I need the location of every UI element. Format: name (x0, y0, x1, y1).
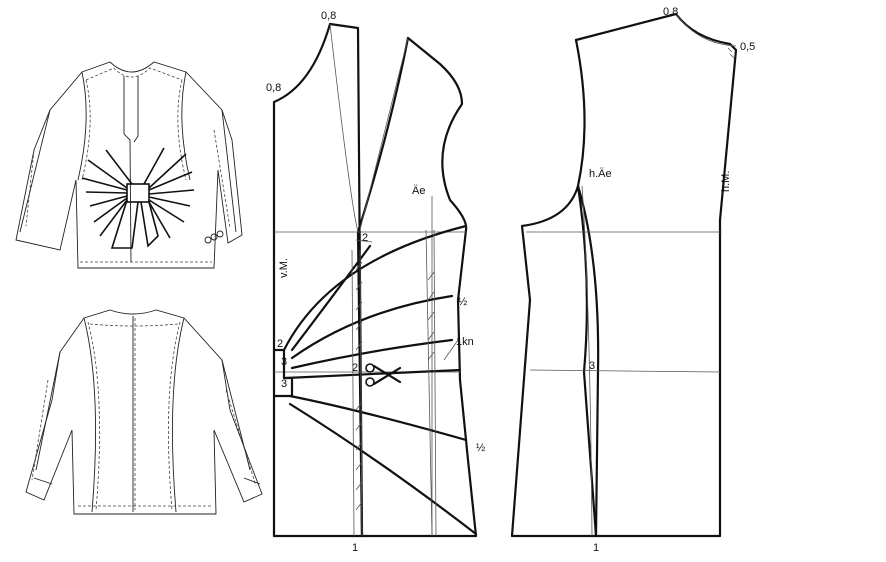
label-back-side: 3 (589, 360, 595, 372)
label-neck-front: 0,8 (266, 82, 281, 94)
label-hem-back: 1 (593, 542, 599, 554)
label-gather-left-3: 3 (281, 378, 287, 390)
label-neck-back: 0,5 (740, 41, 755, 53)
label-center-front: v.M. (278, 258, 290, 278)
front-pattern-piece: 0,8 0,8 Äe 2 2 3 3 2 ½ ½ 1kn 1 v.M. (266, 10, 485, 554)
front-jacket-sketch (15, 61, 243, 269)
back-jacket-sketch (25, 309, 263, 515)
back-pattern-piece: 0,8 0,5 h.Äe 3 1 h.M. (510, 6, 755, 554)
label-gather-left-1: 2 (277, 338, 283, 350)
label-shoulder-back: 0,8 (663, 6, 678, 18)
label-knot: 1kn (456, 336, 474, 348)
label-gather-left-2: 3 (281, 356, 287, 368)
label-shoulder-front: 0,8 (321, 10, 336, 22)
scissors-icon (365, 363, 402, 387)
label-tuck-upper: 2 (362, 232, 368, 244)
label-center-back: h.M. (720, 171, 732, 192)
label-half-upper: ½ (458, 296, 467, 308)
label-armhole-front: Äe (412, 185, 425, 197)
label-armhole-back: h.Äe (589, 168, 612, 180)
label-gather-mid: 2 (352, 362, 358, 374)
label-hem-front: 1 (352, 542, 358, 554)
label-half-lower: ½ (476, 442, 485, 454)
